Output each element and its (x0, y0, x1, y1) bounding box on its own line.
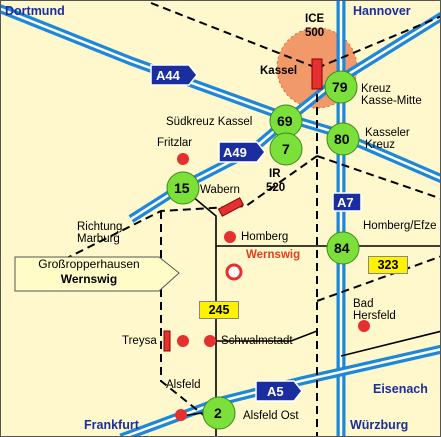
label-dortmund: Dortmund (5, 4, 65, 18)
label-ice-num: 500 (305, 27, 325, 39)
label-alsfeld: Alsfeld (166, 379, 201, 391)
exit-2: 2 (214, 405, 222, 421)
fritzlar-dot (177, 153, 189, 165)
label-eisenach: Eisenach (373, 382, 428, 396)
station-kassel (311, 58, 323, 90)
exit-69: 69 (277, 113, 293, 129)
station-treysa (163, 330, 171, 352)
label-kreuz-kassel-mitte: Kreuz Kasse-Mitte (361, 83, 422, 108)
label-homberg: Homberg (241, 231, 289, 243)
label-richtung-marburg: Richtung Marburg (77, 221, 123, 246)
label-suedkreuz-kassel: Südkreuz Kassel (166, 116, 253, 128)
route-323: 323 (368, 256, 408, 274)
exit-84: 84 (334, 240, 350, 256)
label-hannover: Hannover (353, 4, 411, 18)
exit-circles (166, 70, 360, 430)
homberg-dot (224, 231, 236, 243)
treysa-dot2 (204, 335, 216, 347)
exit-80: 80 (334, 131, 350, 147)
exit-15: 15 (174, 180, 190, 196)
motorway-sign-shapes (150, 64, 362, 402)
treysa-dot1 (177, 335, 189, 347)
route-245: 245 (199, 301, 239, 319)
label-wuerzburg: Würzburg (350, 418, 409, 432)
callout-line1: Großropperhausen (38, 257, 140, 271)
label-ir: IR (269, 168, 281, 180)
a5-sign: A5 (267, 384, 284, 399)
label-kasseler-kreuz: Kasseler Kreuz (365, 127, 410, 152)
station-wabern (217, 197, 245, 217)
label-frankfurt: Frankfurt (84, 418, 139, 432)
a49-sign: A49 (223, 145, 247, 160)
label-kassel: Kassel (260, 65, 298, 77)
label-treysa: Treysa (122, 335, 157, 347)
alsfeld-dot (175, 409, 187, 421)
bad-hersfeld-dot (358, 320, 370, 332)
label-alsfeld-ost: Alsfeld Ost (243, 410, 299, 422)
label-wabern: Wabern (200, 184, 240, 196)
label-bad-hersfeld: Bad Hersfeld (353, 298, 396, 323)
label-ir-num: 520 (266, 182, 286, 194)
rail-lines (40, 2, 440, 436)
label-ice: ICE (305, 13, 325, 25)
exit-7: 7 (282, 141, 290, 157)
a7-sign: A7 (337, 195, 354, 210)
callout-label: Großropperhausen Wernswig (19, 257, 159, 289)
exit-79: 79 (332, 79, 348, 95)
a44-sign: A44 (156, 68, 180, 83)
callout-arrow (14, 256, 180, 292)
wernswig-target-icon (225, 263, 243, 281)
label-homberg-efze: Homberg/Efze (363, 220, 437, 232)
label-wernswig: Wernswig (246, 249, 301, 261)
callout-line2: Wernswig (60, 272, 118, 286)
label-schwalmstadt: Schwalmstadt (221, 335, 293, 347)
label-fritzlar: Fritzlar (157, 137, 193, 149)
